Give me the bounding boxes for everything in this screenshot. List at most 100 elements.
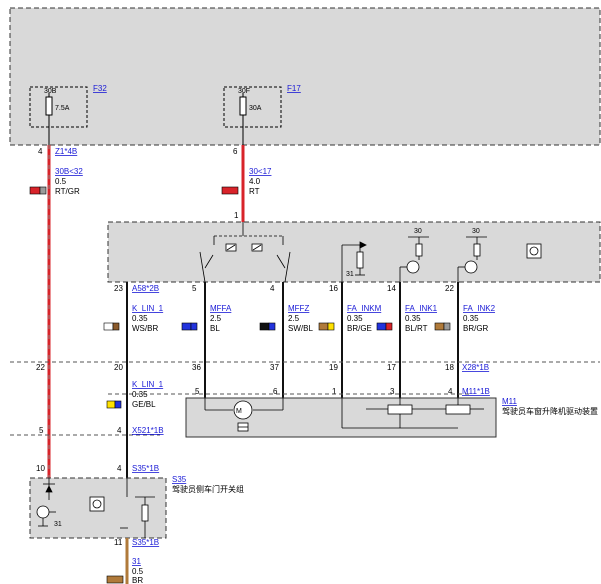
left-wire-swatch-stripe (39, 186, 47, 195)
left-pin-b2: 10 (36, 464, 45, 473)
module-feed-a-label: 30 (414, 228, 422, 235)
wire-color-1: BL (210, 324, 220, 333)
wire-swatch-5 (434, 322, 445, 331)
top-distribution-panel (9, 7, 601, 146)
s35-ground-label: 31 (54, 521, 62, 528)
wire-connector-0[interactable]: A58*2B (132, 284, 159, 293)
wire-swatch-3 (318, 322, 329, 331)
left-connector-link[interactable]: Z1*4B (55, 147, 77, 156)
control-module (107, 221, 601, 283)
m11-connector-link[interactable]: M11*1B (462, 387, 490, 396)
x521-connector-link[interactable]: X521*1B (132, 426, 164, 435)
wire-swatch-stripe-3 (327, 322, 335, 331)
x28-connector-link[interactable]: X28*1B (462, 363, 489, 372)
wire-circuit-1[interactable]: MFFA (210, 304, 232, 313)
bottom-pin: 11 (114, 538, 123, 547)
wire-color-3: BR/GE (347, 324, 372, 333)
m11-name: 驾驶员车窗升降机驱动装置 (502, 406, 598, 416)
wire-swatch-stripe-0 (112, 322, 120, 331)
k-lin-lower-size: 0.35 (132, 390, 148, 399)
bottom-wire-swatch (106, 575, 124, 584)
wire-pin-top-5: 22 (445, 284, 454, 293)
left-pin-top: 4 (38, 147, 43, 156)
power-circuit-link[interactable]: 30<17 (249, 167, 272, 176)
wire-swatch-1 (181, 322, 192, 331)
left-circuit-link[interactable]: 30B<32 (55, 167, 83, 176)
power-wire-color: RT (249, 187, 260, 196)
wire-swatch-stripe-1 (190, 322, 198, 331)
k-lin-lower-swatch-stripe (114, 400, 122, 409)
k-lin-lower-swatch (106, 400, 116, 409)
wire-pin-bottom-4: 17 (387, 363, 396, 372)
m11-pin-5: 4 (448, 387, 453, 396)
left-pin-b1: 5 (39, 426, 44, 435)
s35-internal (36, 478, 155, 538)
wire-pin-top-2: 4 (270, 284, 275, 293)
bottom-wire-color: BR (132, 576, 143, 584)
fuse-f17-rating: 30A (249, 105, 262, 112)
fuse-f32-terminal: 30B (44, 88, 57, 95)
transistor-a (399, 236, 429, 282)
wire-pin-bottom-1: 36 (192, 363, 201, 372)
bottom-connector-link[interactable]: S35*1B (132, 538, 159, 547)
fuse-f32-link[interactable]: F32 (93, 84, 107, 93)
wire-circuit-4[interactable]: FA_INK1 (405, 304, 438, 313)
s35-connector-link[interactable]: S35*1B (132, 464, 159, 473)
m11-link[interactable]: M11 (502, 397, 518, 406)
power-pin-top: 6 (233, 147, 238, 156)
wire-color-0: WS/BR (132, 324, 158, 333)
k-lin-pin-b: 4 (117, 464, 122, 473)
k-lin-lower-color: GE/BL (132, 400, 156, 409)
wire-pin-bottom-3: 19 (329, 363, 338, 372)
s35-link[interactable]: S35 (172, 475, 187, 484)
motor-icon: M (236, 408, 242, 415)
wire-circuit-3[interactable]: FA_INKM (347, 304, 382, 313)
m11-pin-1: 5 (195, 387, 200, 396)
relay-switch-group (199, 222, 291, 283)
k-lin-lower-circuit[interactable]: K_LIN_1 (132, 380, 164, 389)
wire-pin-bottom-2: 37 (270, 363, 279, 372)
wire-size-1: 2.5 (210, 314, 222, 323)
m11-pin-4: 3 (390, 387, 395, 396)
fuse-f32-rating: 7.5A (55, 105, 70, 112)
bottom-circuit-link[interactable]: 31 (132, 557, 141, 566)
module-ground-label: 31 (346, 271, 354, 278)
wire-pin-top-1: 5 (192, 284, 197, 293)
wire-swatch-0 (103, 322, 114, 331)
wire-pin-top-3: 16 (329, 284, 338, 293)
bottom-wire-size: 0.5 (132, 567, 144, 576)
wire-color-5: BR/GR (463, 324, 489, 333)
fuse-f32: 30B 7.5A F32 (29, 84, 107, 145)
wire-color-4: BL/RT (405, 324, 428, 333)
wire-size-5: 0.35 (463, 314, 479, 323)
fuse-f17-link[interactable]: F17 (287, 84, 301, 93)
wire-pin-bottom-5: 18 (445, 363, 454, 372)
left-pin-mid: 22 (36, 363, 45, 372)
wire-swatch-2 (259, 322, 270, 331)
left-wire-size: 0.5 (55, 177, 67, 186)
wire-size-0: 0.35 (132, 314, 148, 323)
wire-pin-bottom-0: 20 (114, 363, 123, 372)
wire-pin-top-4: 14 (387, 284, 396, 293)
wire-circuit-2[interactable]: MFFZ (288, 304, 309, 313)
wire-swatch-stripe-2 (268, 322, 276, 331)
fuse-f17: 30F 30A F17 (223, 84, 301, 145)
k-lin-pin-a: 4 (117, 426, 122, 435)
wire-pin-top-0: 23 (114, 284, 123, 293)
fuse-f17-terminal: 30F (238, 88, 250, 95)
m11-pin-3: 1 (332, 387, 337, 396)
power-wire-swatch (221, 186, 239, 195)
power-pin-in: 1 (234, 211, 239, 220)
diagnostic-icon (526, 243, 542, 259)
wire-swatch-stripe-4 (385, 322, 393, 331)
module-feed-b-label: 30 (472, 228, 480, 235)
left-wire-swatch (29, 186, 41, 195)
s35-name: 驾驶员侧车门开关组 (172, 484, 244, 494)
left-wire-color: RT/GR (55, 187, 80, 196)
wire-circuit-0[interactable]: K_LIN_1 (132, 304, 164, 313)
wire-size-2: 2.5 (288, 314, 300, 323)
wire-circuit-5[interactable]: FA_INK2 (463, 304, 496, 313)
m11-pin-2: 6 (273, 387, 278, 396)
